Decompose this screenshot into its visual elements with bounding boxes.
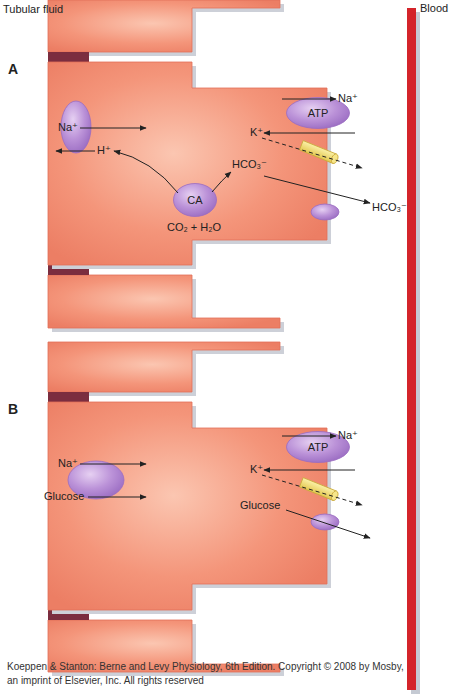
bicarbonate-transporter <box>311 204 339 220</box>
ion-label: HCO₃⁻ <box>372 201 407 214</box>
ion-label: Na⁺ <box>58 121 78 134</box>
compound-label: Glucose <box>44 490 84 503</box>
epithelial-cell: ACAATP <box>48 62 327 265</box>
ion-label: H⁺ <box>97 144 111 157</box>
ion-label: Na⁺ <box>58 457 78 470</box>
compound-label: Glucose <box>240 499 280 512</box>
ion-label: K⁺ <box>250 463 263 476</box>
copyright-caption: Koeppen & Stanton: Berne and Levy Physio… <box>7 660 405 688</box>
cell-outline <box>48 402 327 610</box>
enzyme-label: CA <box>187 194 202 206</box>
ion-label: HCO₃⁻ <box>232 158 267 171</box>
compound-label: CO₂ + H₂O <box>167 221 221 234</box>
enzyme-label: ATP <box>308 107 329 119</box>
potassium-channel <box>299 141 339 165</box>
compartment-label: B <box>8 401 18 417</box>
flux-arrow <box>56 99 370 203</box>
flux-arrow <box>80 436 370 538</box>
potassium-channel <box>299 478 339 502</box>
blood-vessel: Blood <box>407 8 416 690</box>
epithelial-cell: BATP <box>48 402 327 610</box>
ion-label: K⁺ <box>250 126 263 139</box>
enzyme-label: ATP <box>308 441 329 453</box>
ion-label: Na⁺ <box>338 429 358 442</box>
compartment-label: A <box>8 61 18 77</box>
ion-label: Na⁺ <box>338 92 358 105</box>
cell-outline <box>48 62 327 265</box>
glucose-transporter <box>311 514 339 530</box>
carbonic-anhydrase: CA <box>173 183 217 217</box>
compartment-label: Blood <box>420 2 448 14</box>
compartment-label: Tubular fluid <box>3 3 63 16</box>
